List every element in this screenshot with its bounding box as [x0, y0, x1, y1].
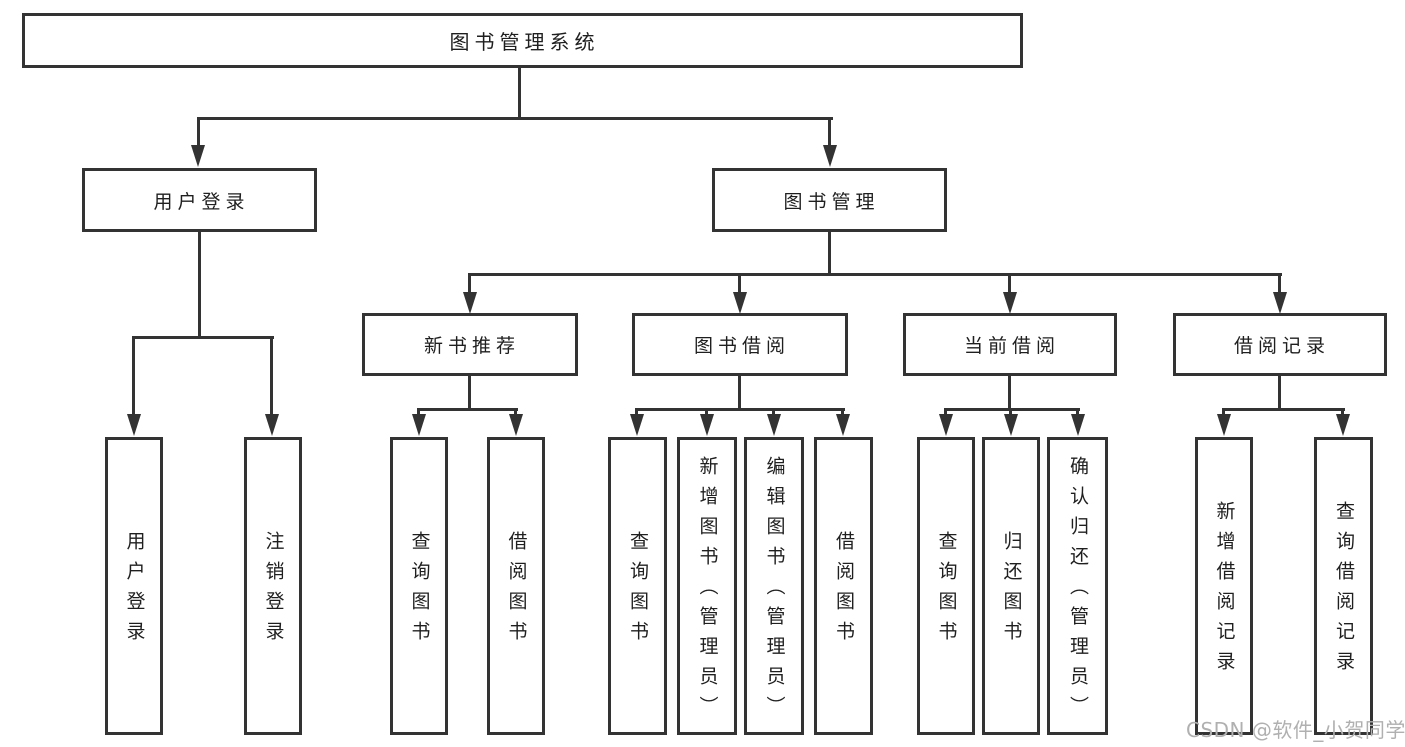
arrow-down-icon — [1004, 414, 1018, 436]
node-borrowing-records: 借阅记录 — [1173, 313, 1387, 376]
arrow-down-icon — [733, 292, 747, 314]
connector-line — [635, 408, 845, 411]
arrow-down-icon — [412, 414, 426, 436]
connector-line — [841, 408, 844, 417]
connector-line — [132, 336, 274, 339]
connector-line — [468, 273, 471, 295]
node-book-borrowing: 图书借阅 — [632, 313, 848, 376]
node-label: 当前借阅 — [963, 335, 1060, 357]
arrow-down-icon — [1217, 414, 1231, 436]
arrow-down-icon — [191, 145, 205, 167]
connector-line — [828, 232, 831, 276]
node-label: 用户登录 — [123, 531, 146, 651]
arrow-down-icon — [700, 414, 714, 436]
connector-line — [1278, 376, 1281, 411]
arrow-down-icon — [823, 145, 837, 167]
connector-line — [1009, 408, 1012, 417]
connector-line — [1008, 376, 1011, 411]
connector-line — [1222, 408, 1345, 411]
connector-line — [270, 336, 273, 416]
node-current-borrowing: 当前借阅 — [903, 313, 1117, 376]
arrow-down-icon — [630, 414, 644, 436]
connector-line — [468, 376, 471, 411]
connector-line — [772, 408, 775, 417]
node-label: 图书管理系统 — [449, 30, 600, 54]
connector-line — [197, 117, 833, 120]
connector-line — [705, 408, 708, 417]
node-label: 注销登录 — [262, 531, 285, 651]
node-label: 查询图书 — [935, 531, 958, 651]
node-label: 归还图书 — [1000, 531, 1023, 651]
leaf-query-books-current: 查询图书 — [917, 437, 975, 735]
node-library-management-system: 图书管理系统 — [22, 13, 1023, 68]
arrow-down-icon — [463, 292, 477, 314]
node-label: 新增图书（管理员） — [696, 456, 719, 726]
node-label: 图书管理 — [783, 190, 880, 213]
connector-line — [1076, 408, 1079, 417]
node-book-management: 图书管理 — [712, 168, 947, 232]
connector-line — [417, 408, 518, 411]
arrow-down-icon — [836, 414, 850, 436]
connector-line — [944, 408, 947, 417]
leaf-logout: 注销登录 — [244, 437, 302, 735]
node-label: 借阅记录 — [1233, 335, 1330, 357]
arrow-down-icon — [265, 414, 279, 436]
node-label: 用户登录 — [153, 190, 250, 213]
node-label: 查询借阅记录 — [1333, 501, 1355, 681]
arrow-down-icon — [1273, 292, 1287, 314]
connector-line — [1341, 408, 1344, 417]
arrow-down-icon — [127, 414, 141, 436]
arrow-down-icon — [509, 414, 523, 436]
connector-line — [738, 376, 741, 411]
connector-line — [132, 336, 135, 416]
leaf-add-borrow-record: 新增借阅记录 — [1195, 437, 1253, 735]
node-label: 新书推荐 — [423, 335, 520, 357]
leaf-add-book-admin: 新增图书（管理员） — [677, 437, 737, 735]
connector-line — [197, 117, 200, 147]
connector-line — [828, 117, 831, 147]
connector-line — [514, 408, 517, 417]
leaf-query-books-recommend: 查询图书 — [390, 437, 448, 735]
csdn-watermark: CSDN @软件_小贺同学 — [1186, 718, 1405, 742]
arrow-down-icon — [767, 414, 781, 436]
leaf-confirm-return-admin: 确认归还（管理员） — [1047, 437, 1108, 735]
leaf-query-borrow-record: 查询借阅记录 — [1314, 437, 1373, 735]
leaf-query-books-borrowing: 查询图书 — [608, 437, 667, 735]
node-new-book-recommend: 新书推荐 — [362, 313, 578, 376]
arrow-down-icon — [1336, 414, 1350, 436]
connector-line — [198, 232, 201, 339]
connector-line — [518, 68, 521, 117]
node-label: 确认归还（管理员） — [1067, 456, 1089, 726]
leaf-borrow-books-borrowing: 借阅图书 — [814, 437, 873, 735]
node-label: 借阅图书 — [505, 531, 528, 651]
connector-line — [468, 273, 1282, 276]
connector-line — [1222, 408, 1225, 417]
connector-line — [738, 273, 741, 295]
node-label: 借阅图书 — [833, 531, 855, 651]
arrow-down-icon — [1071, 414, 1085, 436]
arrow-down-icon — [939, 414, 953, 436]
connector-line — [944, 408, 1080, 411]
arrow-down-icon — [1003, 292, 1017, 314]
connector-line — [1278, 273, 1281, 295]
connector-line — [1008, 273, 1011, 295]
node-label: 新增借阅记录 — [1213, 501, 1236, 681]
leaf-user-login: 用户登录 — [105, 437, 163, 735]
connector-line — [635, 408, 638, 417]
connector-line — [417, 408, 420, 417]
node-user-login: 用户登录 — [82, 168, 317, 232]
leaf-borrow-books-recommend: 借阅图书 — [487, 437, 545, 735]
node-label: 查询图书 — [408, 531, 431, 651]
leaf-return-book: 归还图书 — [982, 437, 1040, 735]
node-label: 编辑图书（管理员） — [763, 456, 786, 726]
node-label: 图书借阅 — [693, 335, 790, 357]
leaf-edit-book-admin: 编辑图书（管理员） — [744, 437, 804, 735]
node-label: 查询图书 — [627, 531, 649, 651]
